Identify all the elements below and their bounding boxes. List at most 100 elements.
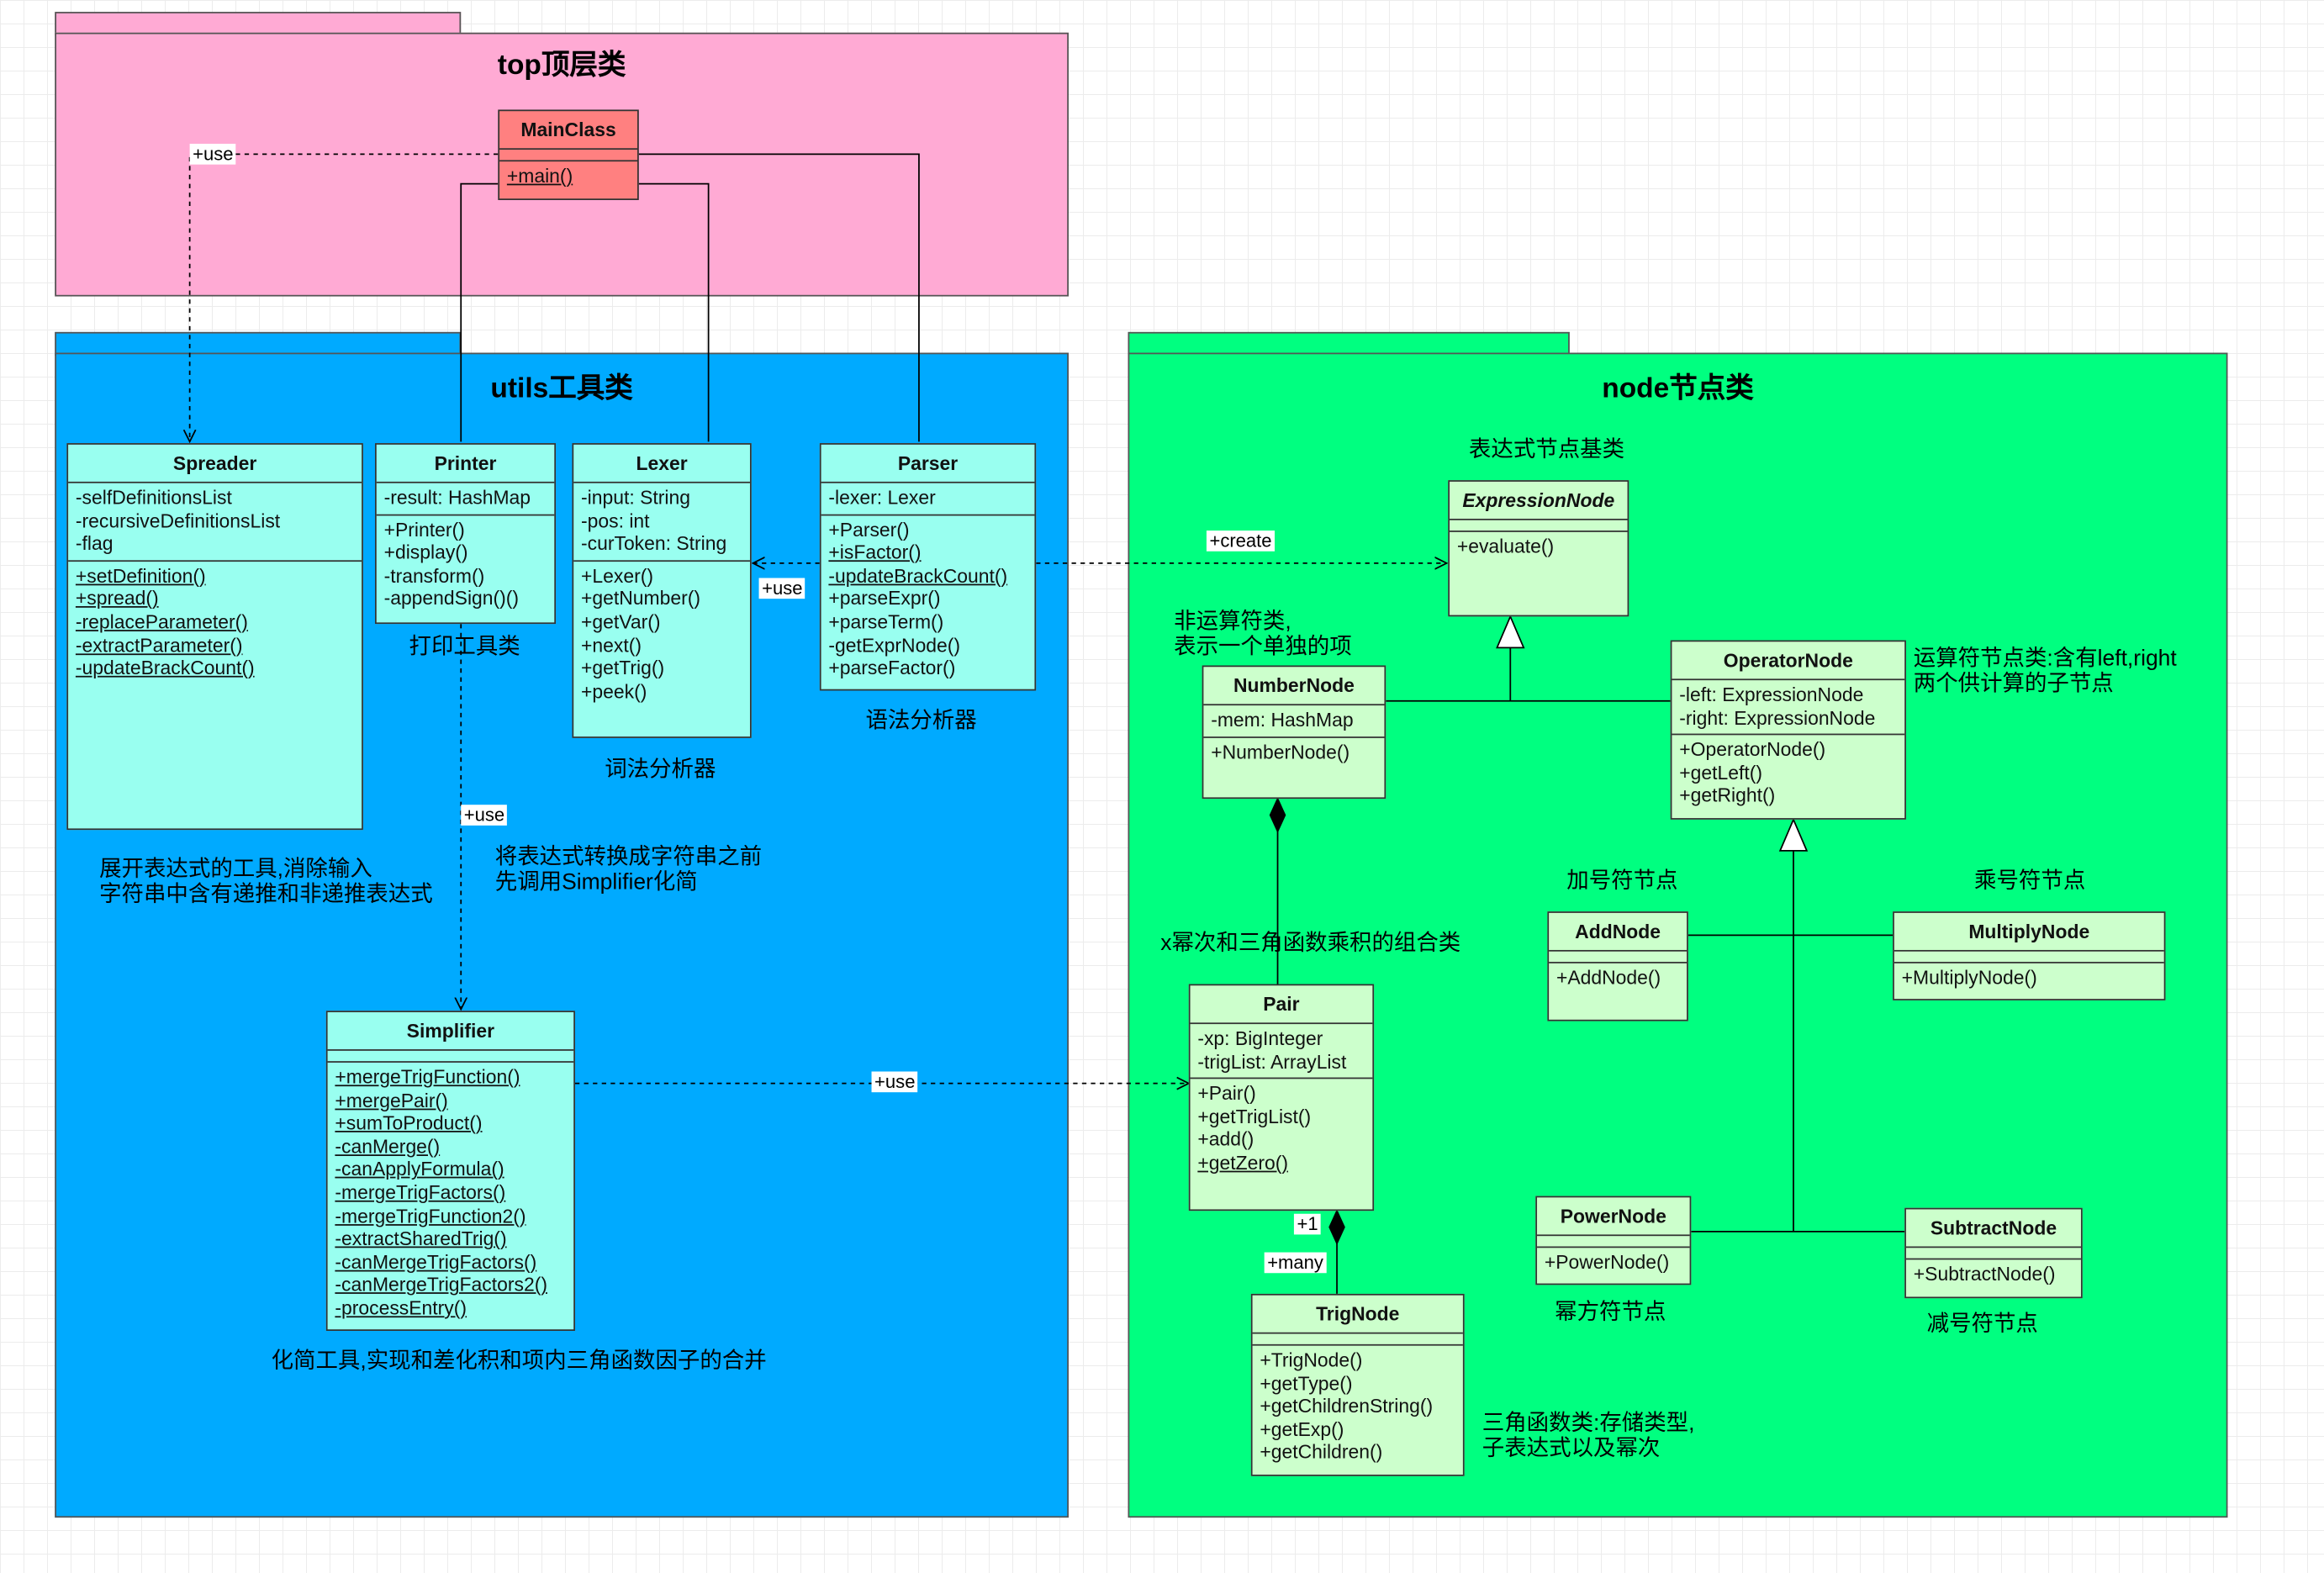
class-name: AddNode: [1549, 913, 1688, 952]
class-method: +Pair(): [1197, 1082, 1256, 1105]
class-parser[interactable]: Parser -lexer: Lexer +Parser()+isFactor(…: [819, 443, 1037, 691]
edge-label-simplifier-pair: +use: [871, 1071, 918, 1093]
class-method: -canMergeTrigFactors(): [335, 1250, 537, 1273]
note-line: 三角函数类:存储类型,: [1482, 1411, 1695, 1437]
class-pair[interactable]: Pair -xp: BigInteger-trigList: ArrayList…: [1188, 984, 1375, 1211]
class-method: -getExprNode(): [828, 633, 961, 657]
class-method: +setDefinition(): [75, 564, 206, 587]
class-numbernode[interactable]: NumberNode -mem: HashMap +NumberNode(): [1202, 665, 1386, 800]
class-name: NumberNode: [1203, 667, 1385, 706]
class-simplifier[interactable]: Simplifier +mergeTrigFunction()+mergePai…: [325, 1011, 575, 1331]
package-title-top: top顶层类: [497, 50, 626, 82]
note-line: 打印工具类: [409, 634, 520, 660]
edge-main-printer: [460, 182, 499, 442]
class-methods: +Lexer()+getNumber()+getVar()+next()+get…: [573, 562, 750, 706]
class-methods: +Printer()+display()-transform()-appendS…: [377, 515, 555, 614]
note-line: 加号符节点: [1566, 868, 1678, 894]
edge-main-parser: [638, 153, 920, 442]
class-attributes: [499, 150, 638, 162]
edge-label-printer-simplifier: +use: [461, 805, 508, 826]
class-method: +SubtractNode(): [1913, 1262, 2056, 1285]
class-method: -canMerge(): [335, 1134, 441, 1158]
class-name: Parser: [821, 445, 1035, 483]
note-printer: 打印工具类: [409, 634, 520, 659]
class-method: +getChildren(): [1260, 1441, 1383, 1464]
class-name: Simplifier: [327, 1012, 574, 1051]
class-method: +getVar(): [581, 610, 661, 633]
note-line: 语法分析器: [865, 708, 977, 734]
class-attributes: -result: HashMap: [376, 483, 555, 515]
class-attribute: -mem: HashMap: [1211, 708, 1354, 731]
class-method: +Lexer(): [581, 564, 654, 587]
package-title-node: node节点类: [1602, 373, 1754, 405]
class-methods: +mergeTrigFunction()+mergePair()+sumToPr…: [328, 1063, 574, 1322]
class-method: -replaceParameter(): [75, 610, 248, 633]
package-title-utils: utils工具类: [490, 373, 633, 405]
note-line: 幂方符节点: [1555, 1299, 1666, 1325]
note-line: 非运算符类,: [1174, 609, 1291, 635]
note-line: 两个供计算的子节点: [1913, 671, 2114, 697]
class-methods: +OperatorNode()+getLeft()+getRight(): [1672, 736, 1904, 811]
class-attributes: [1549, 952, 1688, 963]
class-method: +getLeft(): [1679, 761, 1762, 784]
class-spreader[interactable]: Spreader -selfDefinitionsList-recursiveD…: [66, 443, 363, 831]
note-parser: 语法分析器: [865, 709, 976, 734]
class-name: SubtractNode: [1905, 1209, 2081, 1248]
note-line: 子表达式以及幂次: [1482, 1436, 1661, 1462]
note-printer-flow: 将表达式转换成字符串之前先调用Simplifier化简: [495, 845, 762, 895]
class-attributes: [1450, 520, 1628, 532]
note-line: 化简工具,实现和差化积和项内三角函数因子的合并: [271, 1349, 767, 1375]
class-methods: +Parser()+isFactor()-updateBrackCount()+…: [821, 515, 1035, 683]
class-operatornode[interactable]: OperatorNode -left: ExpressionNode-right…: [1670, 640, 1906, 820]
class-printer[interactable]: Printer -result: HashMap +Printer()+disp…: [374, 443, 557, 625]
class-multiplynode[interactable]: MultiplyNode +MultiplyNode(): [1893, 911, 2166, 1000]
class-method: -updateBrackCount(): [828, 564, 1008, 587]
class-attribute: -input: String: [581, 486, 690, 509]
package-tab-node: [1128, 331, 1570, 356]
class-attributes: [1894, 952, 2164, 963]
class-method: +getChildrenString(): [1260, 1395, 1434, 1417]
class-addnode[interactable]: AddNode +AddNode(): [1547, 911, 1688, 1021]
class-method: +parseTerm(): [828, 610, 944, 633]
note-spreader: 展开表达式的工具,消除输入字符串中含有递推和非递推表达式: [99, 857, 433, 907]
class-subtractnode[interactable]: SubtractNode +SubtractNode(): [1904, 1207, 2083, 1299]
class-attribute: -recursiveDefinitionsList: [75, 509, 281, 532]
class-method: +getNumber(): [581, 587, 701, 610]
class-attribute: -xp: BigInteger: [1197, 1027, 1323, 1050]
class-method: -extractParameter(): [75, 633, 243, 657]
edge-label-parser-expressionnode: +create: [1206, 530, 1276, 552]
class-method: +add(): [1197, 1128, 1254, 1151]
class-attributes: -input: String-pos: int-curToken: String: [573, 483, 750, 562]
class-method: +parseFactor(): [828, 657, 956, 679]
class-method: -canApplyFormula(): [335, 1158, 504, 1180]
note-line: 先调用Simplifier化简: [494, 869, 698, 895]
class-expressionnode[interactable]: ExpressionNode +evaluate(): [1448, 480, 1629, 617]
class-methods: +TrigNode()+getType()+getChildrenString(…: [1253, 1346, 1463, 1467]
class-mainclass[interactable]: MainClass +main(): [498, 109, 639, 200]
note-subtractnode: 减号符节点: [1927, 1312, 2038, 1337]
class-name: Lexer: [573, 445, 750, 483]
class-method: -canMergeTrigFactors2(): [335, 1273, 547, 1296]
note-line: 表示一个单独的项: [1174, 634, 1352, 660]
class-trignode[interactable]: TrigNode +TrigNode()+getType()+getChildr…: [1250, 1293, 1465, 1476]
note-multiplynode: 乘号符节点: [1974, 868, 2085, 894]
edge-label-trignode-multiplicity: +many: [1264, 1252, 1327, 1274]
class-method: +getZero(): [1197, 1151, 1288, 1174]
class-attribute: -flag: [75, 532, 114, 555]
class-attribute: -result: HashMap: [383, 486, 531, 509]
class-attribute: -pos: int: [581, 509, 650, 532]
class-method: +OperatorNode(): [1679, 738, 1826, 761]
class-methods: +setDefinition()+spread()-replaceParamet…: [68, 562, 362, 683]
class-powernode[interactable]: PowerNode +PowerNode(): [1535, 1196, 1692, 1285]
note-addnode: 加号符节点: [1566, 868, 1677, 894]
composition-diamond-numbernode: [1269, 797, 1286, 834]
note-line: 表达式节点基类: [1468, 437, 1625, 462]
class-method: +display(): [383, 541, 468, 564]
class-methods: +PowerNode(): [1537, 1248, 1690, 1277]
note-line: 将表达式转换成字符串之前: [494, 844, 763, 870]
class-method: -extractSharedTrig(): [335, 1227, 507, 1250]
class-lexer[interactable]: Lexer -input: String-pos: int-curToken: …: [572, 443, 752, 738]
edge-generalization-expressionnode: [1386, 647, 1671, 702]
